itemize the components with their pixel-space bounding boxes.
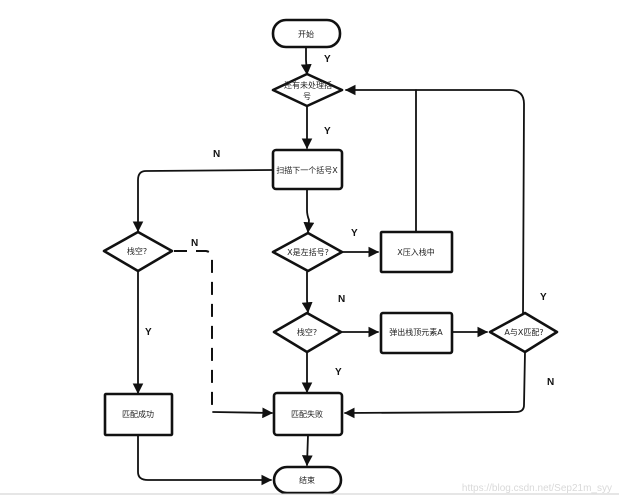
edge-success-to-end [137,434,273,486]
edge-label-match-y: Y [540,292,547,303]
node-push: X压入栈中 [379,230,454,274]
node-fail-label: 匹配失败 [291,409,323,419]
node-start-label: 开始 [298,29,314,39]
edge-loop-top-to-decision [346,90,525,316]
node-has-unprocessed-label-2: 号 [303,92,311,101]
node-end: 结束 [272,465,343,495]
node-stack-empty-mid-label: 栈空? [297,327,317,337]
edge-isleft-to-stackempty [301,271,313,314]
watermark: https://blog.csdn.net/Sep21m_syy [462,483,612,494]
edge-label-match-n: N [547,377,554,388]
node-start: 开始 [271,18,342,49]
node-stack-empty-mid: 栈空? [272,311,343,354]
node-pop-label: 弹出栈顶元素A [389,327,443,337]
edge-label-decision-y: Y [324,126,331,137]
edge-dashed-arrowhead [212,407,274,419]
edge-start-to-decision [300,46,312,76]
edge-label-isleft-n: N [338,294,345,305]
node-is-left: X是左括号? [271,231,344,273]
edge-scan-to-isleft [303,188,315,234]
edge-label-start-y: Y [324,54,331,65]
edge-label-stackempty-mid-y: Y [335,367,342,378]
edge-left-stackempty-dashed-to-fail [174,250,213,412]
node-scan-next: 扫描下一个括号X [271,148,344,191]
node-is-left-label: X是左括号? [287,247,329,257]
node-fail: 匹配失败 [272,391,344,437]
edge-match-to-fail [343,351,526,419]
edge-label-isleft-y: Y [351,228,358,239]
node-match: A与X匹配? [488,311,559,354]
node-scan-next-label: 扫描下一个括号X [276,165,338,175]
node-match-label: A与X匹配? [504,328,543,337]
edge-decision-n-to-left [132,169,273,233]
edge-label-stackempty-left-n: N [191,238,198,249]
node-push-label: X压入栈中 [397,247,434,257]
edge-label-stackempty-left-y: Y [145,327,152,338]
node-success-label: 匹配成功 [122,409,154,419]
edge-fail-to-end [301,434,313,467]
node-end-label: 结束 [299,475,315,485]
node-has-unprocessed-label-1: 还有未处理括 [284,80,332,90]
node-pop: 弹出栈顶元素A [379,311,454,355]
node-has-unprocessed: 还有未处理括 号 [271,72,344,108]
node-stack-empty-left: 栈空? [102,230,174,273]
edge-label-decision-n: N [213,149,220,160]
node-stack-empty-left-label: 栈空? [127,246,147,256]
node-success: 匹配成功 [103,392,174,437]
